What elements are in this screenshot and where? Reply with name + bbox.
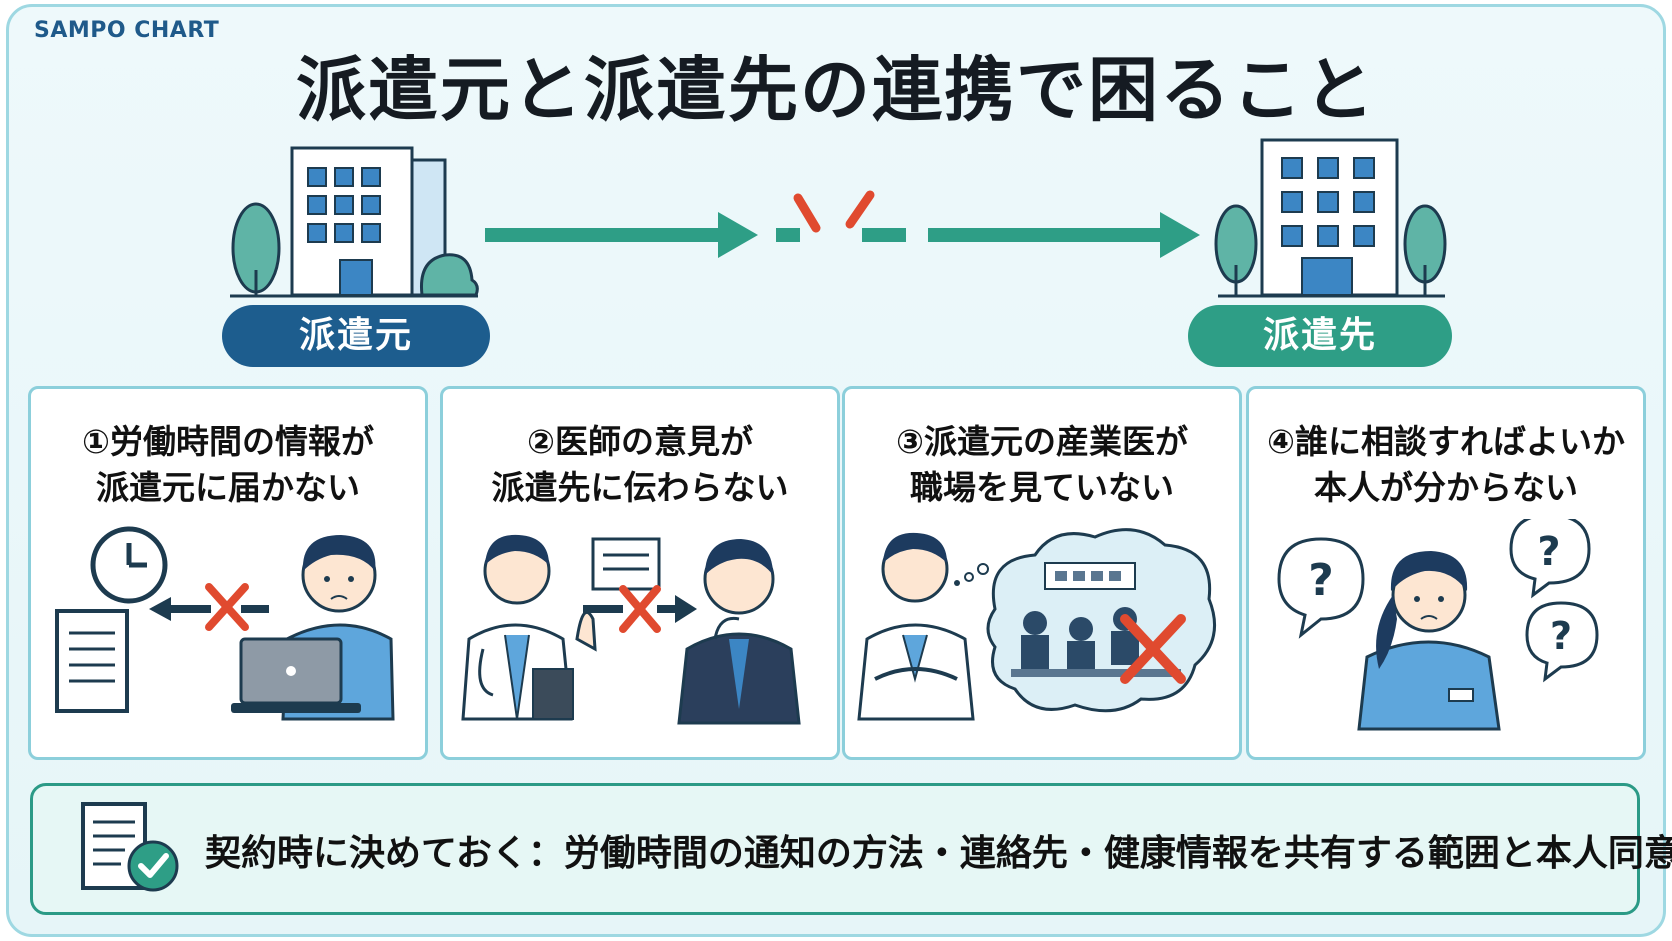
issue-text: ③派遣元の産業医が職場を見ていない — [896, 422, 1188, 507]
source-label: 派遣元 — [222, 305, 490, 367]
footer-text: 契約時に決めておく：労働時間の通知の方法・連絡先・健康情報を共有する範囲と本人同… — [205, 833, 1672, 874]
destination-label: 派遣先 — [1188, 305, 1452, 367]
cross-icon — [619, 585, 661, 633]
issue-card-2: ②医師の意見が派遣先に伝わらない — [440, 386, 840, 760]
svg-text:?: ? — [1550, 614, 1572, 658]
cross-icon — [1120, 614, 1186, 684]
doctor-icon — [857, 532, 989, 721]
issue-text: ④誰に相談すればよいか本人が分からない — [1267, 422, 1625, 507]
svg-text:?: ? — [1308, 555, 1334, 606]
clock-icon — [90, 526, 168, 604]
arrow-icon — [485, 212, 758, 258]
issue-illustration — [55, 526, 395, 721]
brand-logo: SAMPO CHART — [34, 18, 220, 43]
issue-illustration — [857, 528, 1217, 721]
checklist-icon — [81, 802, 179, 892]
issue-text: ②医師の意見が派遣先に伝わらない — [491, 422, 789, 507]
doctor-icon — [461, 534, 597, 721]
arrow-icon — [928, 212, 1200, 258]
header-illustration — [230, 138, 1447, 298]
building-icon — [230, 146, 479, 298]
issue-text: ①労働時間の情報が派遣元に届かない — [82, 422, 374, 507]
issue-illustration: ? ? ? — [1277, 519, 1599, 731]
issue-card-4: ④誰に相談すればよいか本人が分からない ? ? ? — [1246, 386, 1646, 760]
question-bubble-icon: ? — [1277, 537, 1365, 639]
svg-text:?: ? — [1537, 529, 1560, 575]
footer-note: 契約時に決めておく：労働時間の通知の方法・連絡先・健康情報を共有する範囲と本人同… — [30, 783, 1672, 915]
issue-illustration — [461, 534, 801, 725]
broken-link-icon — [776, 190, 906, 242]
document-icon — [591, 537, 661, 591]
businessman-icon — [677, 539, 801, 725]
laptop-icon — [231, 637, 361, 713]
question-bubble-icon: ? — [1509, 519, 1591, 599]
issue-card-3: ③派遣元の産業医が職場を見ていない — [842, 386, 1242, 760]
arrow-icon — [583, 595, 697, 623]
building-icon — [1214, 138, 1447, 298]
issue-card-1: ①労働時間の情報が派遣元に届かない — [28, 386, 428, 760]
arrow-icon — [149, 597, 269, 621]
page-title: 派遣元と派遣先の連携で困ること — [296, 49, 1376, 131]
worker-icon — [1357, 551, 1501, 731]
document-icon — [55, 609, 129, 713]
question-bubble-icon: ? — [1525, 601, 1599, 683]
cross-icon — [205, 583, 249, 631]
